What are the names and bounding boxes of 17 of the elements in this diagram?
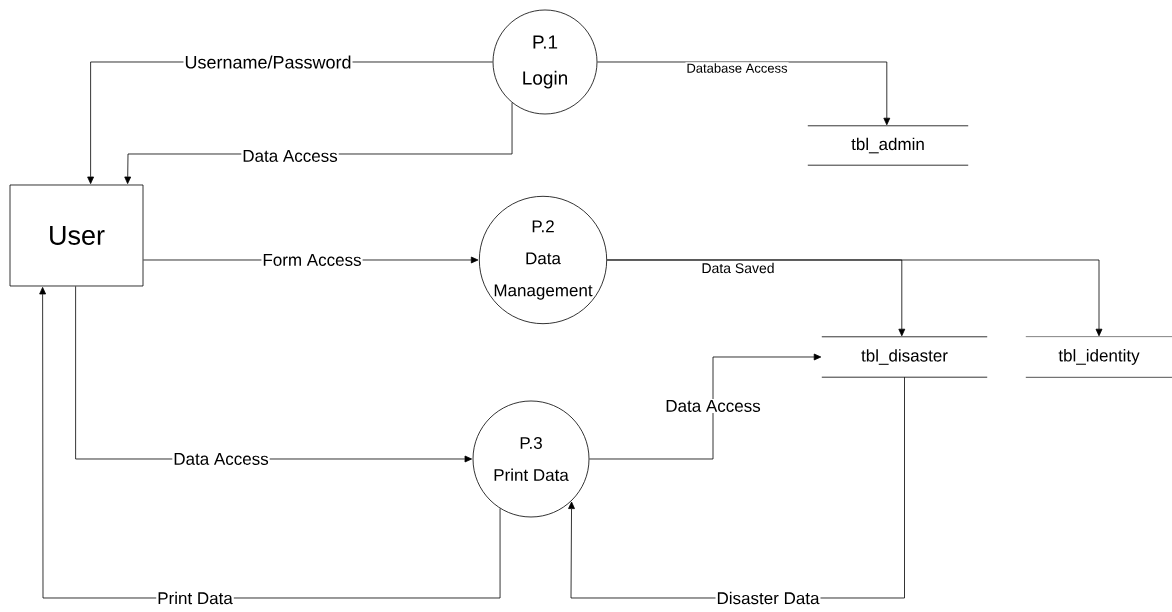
data-store: tbl_identity	[1025, 336, 1172, 378]
data-store: tbl_admin	[807, 125, 969, 166]
arrow	[606, 259, 1103, 337]
arrow	[589, 353, 822, 460]
edge-label: Data Access	[664, 399, 762, 413]
edge-label: Disaster Data	[715, 590, 821, 606]
edge-label: Database Access	[685, 62, 789, 74]
arrow	[597, 61, 891, 126]
edge-label: Print Data	[156, 590, 234, 606]
edge-label: Form Access	[261, 253, 363, 267]
edge-label: Username/Password	[183, 54, 353, 70]
edge-label: Data Access	[241, 149, 339, 163]
edge-label: Data Saved	[702, 262, 774, 274]
arrow	[39, 287, 501, 599]
edge-label: Data Access	[172, 452, 270, 466]
entity-box: User	[9, 184, 144, 287]
data-store: tbl_disaster	[821, 336, 988, 378]
